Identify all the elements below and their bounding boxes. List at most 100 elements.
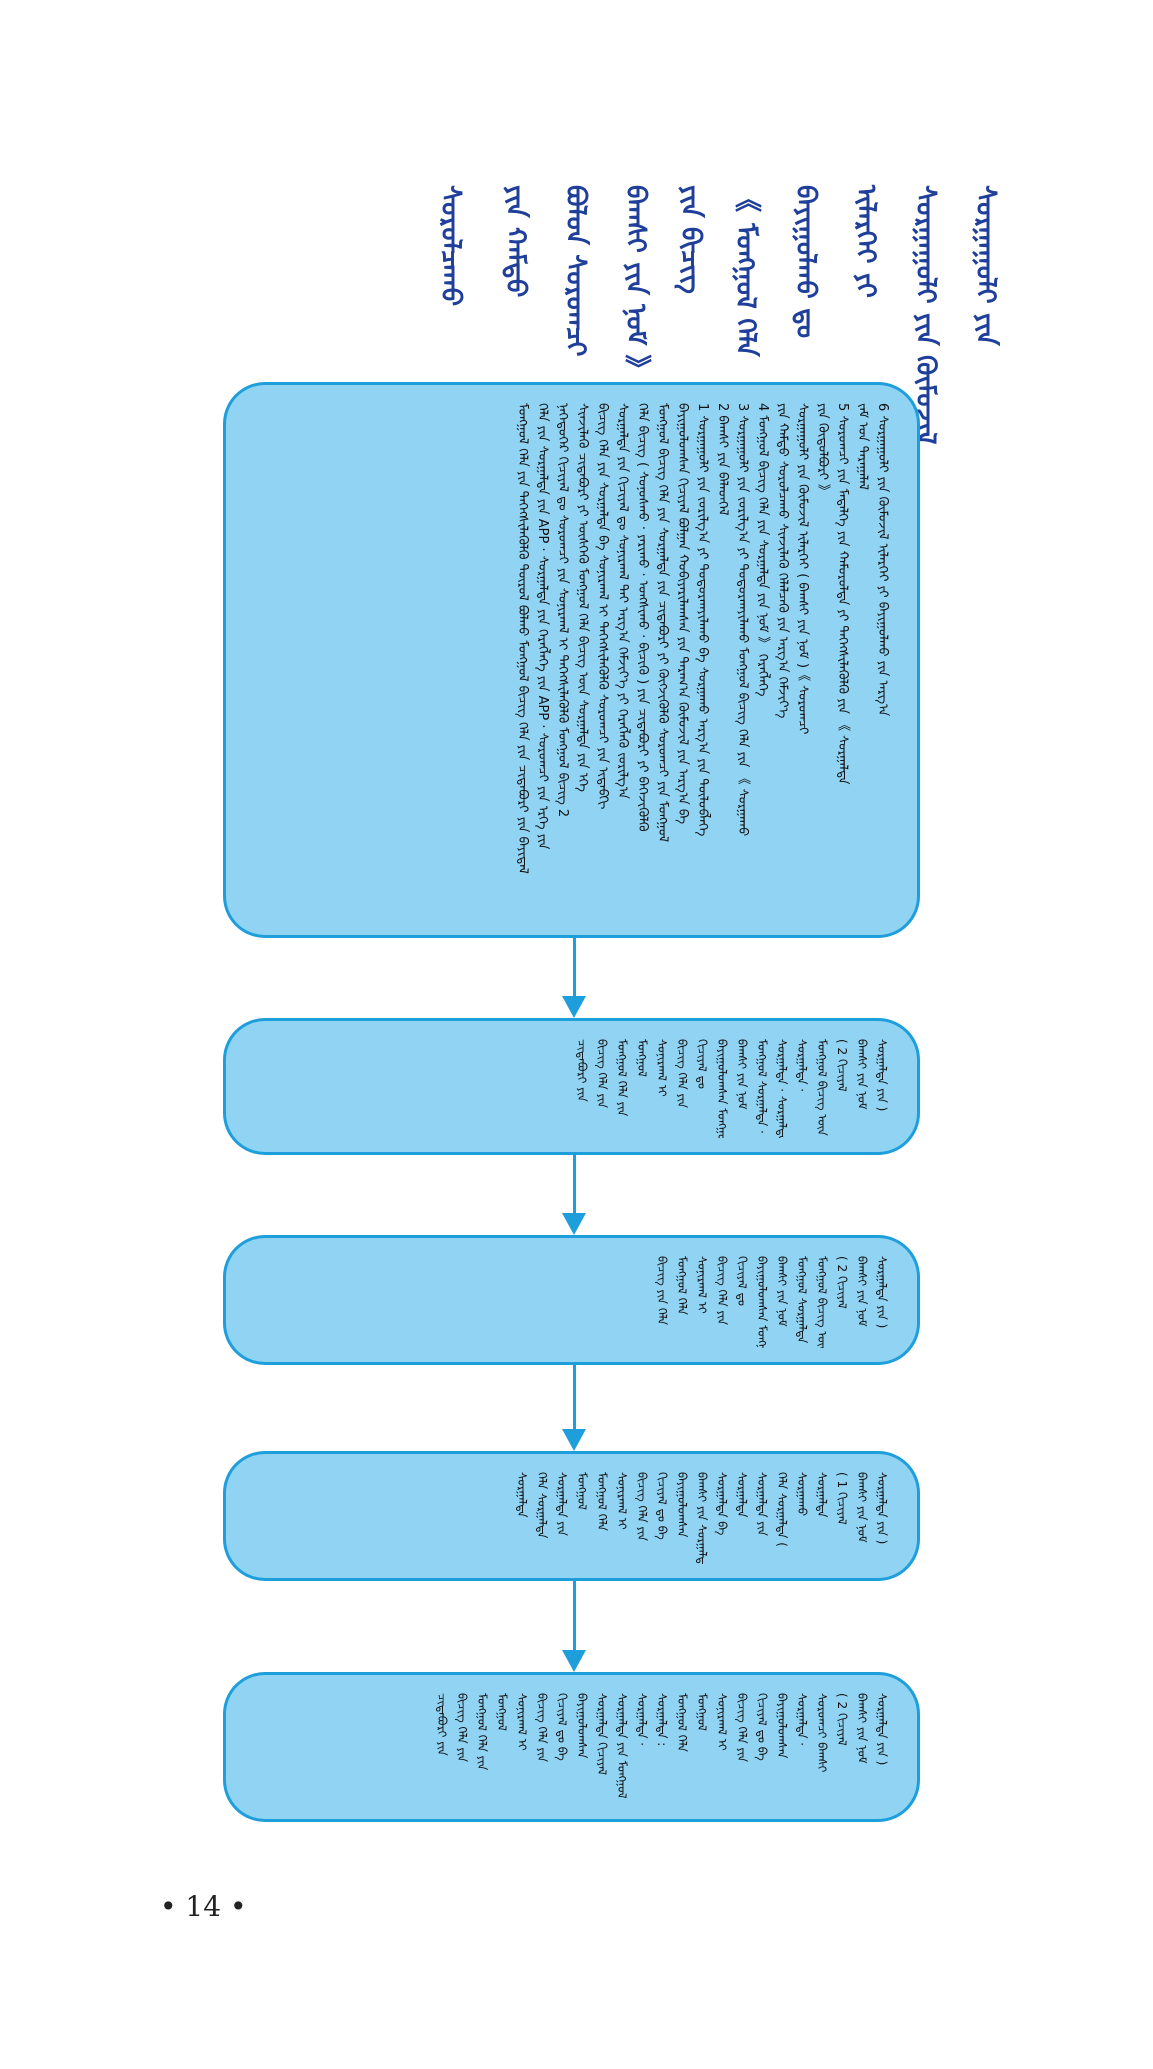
text-line: ᠪᠢᠴᠢᠭ ᠶᠢᠨ ᠬᠡᠯᠡ	[655, 1256, 669, 1325]
text-line: ᠰᠣᠨᠢᠷᠬᠠᠯ ᠢ	[515, 1693, 529, 1751]
text-line: ᠪᠢᠴᠢᠭ ᠬᠡᠯᠡ ᠶᠢᠨ	[675, 1039, 689, 1108]
text-line: ᠶᠢᠨ ᠬᠥᠲᠦᠯᠪᠦᠷᠢ 》	[815, 403, 830, 498]
text-line: ᠰᠤᠷᠭᠠᠯᠲᠠ	[815, 1472, 829, 1518]
text-line: ᠬᠡᠯᠡ ᠪᠢᠴᠢᠭ ( ᠰᠣᠨᠣᠰᠬᠤ · ᠶᠠᠷᠢᠬᠤ · ᠤᠩᠰᠢᠬᠤ ·…	[635, 403, 650, 832]
text-line: ( 2 ᠬᠢᠴᠢᠶᠡᠯ	[835, 1256, 849, 1309]
text-line: ᠰᠤᠷᠭᠠᠯᠲᠠ ᠬᠢᠴᠢᠶᠡᠯ	[595, 1693, 609, 1776]
title-column: 《 ᠮᠣᠩᠭᠣᠯ ᠬᠡᠯᠡ	[730, 185, 761, 357]
text-line: ᠮᠣᠩᠭᠣᠯ ᠬᠡᠯᠡ	[595, 1472, 609, 1531]
text-line: ᠵᠠᠮ ᠤᠨ ᠳᠠᠷᠠᠭᠠᠯᠠᠯ	[855, 403, 870, 490]
text-line: ᠬᠢᠴᠢᠶᠡᠯ ᠳᠤ	[695, 1039, 709, 1089]
text-line: ᠪᠠᠶᠢᠭᠤᠯᠤᠭᠰᠠᠨ ᠮᠣᠩᠭᠣᠯ	[755, 1256, 769, 1348]
text-line: 4 ᠮᠣᠩᠭᠣᠯ ᠪᠢᠴᠢᠭ ᠬᠡᠯᠡ ᠶᠢᠨ ᠰᠤᠷᠭᠠᠯᠲᠠ ᠶᠢᠨ ᠨᠣᠮ…	[755, 403, 770, 697]
page-number: • 14 •	[160, 1890, 247, 1923]
text-line: ᠪᠠᠶᠢᠭᠤᠯᠤᠭᠰᠠᠨ ᠬᠢᠴᠢᠶᠡᠯ ᠪᠣᠯᠭᠠᠨ ᠬᠤᠪᠢᠶᠠᠷᠢᠯᠠᠭᠰ…	[675, 403, 690, 825]
text-line: ᠰᠤᠷᠭᠠᠯᠲᠠ ᠶᠢᠨ )	[875, 1039, 889, 1112]
text-line: ᠪᠠᠭᠰᠢ ᠶᠢᠨ ᠨᠣᠮ	[855, 1472, 869, 1543]
text-line: ᠮᠣᠩᠭᠣᠯ ᠬᠡᠯᠡ	[675, 1256, 689, 1315]
text-line: ᠰᠤᠷᠭᠠᠯᠲᠠ	[735, 1472, 749, 1518]
text-line: ᠮᠣᠩᠭᠣᠯ ᠬᠡᠯᠡ ᠶᠢᠨ	[615, 1039, 629, 1117]
text-line: ᠪᠢᠴᠢᠭ ᠬᠡᠯᠡ ᠶᠢᠨ	[535, 1693, 549, 1762]
text-line: ᠮᠣᠩᠭᠣᠯ	[575, 1472, 589, 1510]
text-line: ᠰᠤᠷᠭᠠᠯᠲᠠ ·	[795, 1693, 809, 1747]
flow-box-5: ᠰᠤᠷᠭᠠᠯᠲᠠ ᠶᠢᠨ ) ᠪᠠᠭᠰᠢ ᠶᠢᠨ ᠨᠣᠮ ( 2 ᠬᠢᠴᠢᠶᠡᠯ ᠰᠤ…	[223, 1672, 920, 1822]
text-line: ᠮᠣᠩᠭᠣᠯ	[495, 1693, 509, 1731]
text-line: ( 2 ᠬᠢᠴᠢᠶᠡᠯ	[835, 1693, 849, 1746]
flow-box-3: ᠰᠤᠷᠭᠠᠯᠲᠠ ᠶᠢᠨ ) ᠪᠠᠭᠰᠢ ᠶᠢᠨ ᠨᠣᠮ ( 2 ᠬᠢᠴᠢᠶᠡᠯ ᠮᠣ…	[223, 1235, 920, 1365]
text-line: ( 2 ᠬᠢᠴᠢᠶᠡᠯ	[835, 1039, 849, 1092]
text-line: ᠪᠠᠭᠰᠢ ᠶᠢᠨ ᠨᠣᠮ	[735, 1039, 749, 1110]
text-line: ᠪᠠᠶᠢᠭᠤᠯᠤᠭᠰᠠᠨ	[775, 1693, 789, 1759]
flow-box-1: 6 ᠰᠤᠷᠭᠠᠭᠤᠯᠢ ᠶᠢᠨ ᠬᠥᠮᠦᠵᠢᠯ ᠢᠯᠡᠷᠬᠡᠢ ᠶᠢ ᠪᠠᠶᠢᠭ…	[223, 382, 920, 938]
text-line: ᠰᠤᠷᠤᠭᠴᠢ ᠪᠠᠭᠰᠢ	[815, 1693, 829, 1773]
text-line: ᠪᠠᠭᠰᠢ ᠶᠢᠨ ᠨᠣᠮ	[775, 1256, 789, 1327]
text-line: 2 ᠪᠠᠭᠰᠢ ᠶᠢᠨ ᠪᠡᠯᠡᠳᠬᠡᠯ	[715, 403, 730, 516]
text-line: ᠪᠢᠴᠢᠭ ᠬᠡᠯᠡ ᠶᠢᠨ	[715, 1256, 729, 1325]
title-column: ᠪᠠᠭᠰᠢ ᠶᠢᠨ ᠨᠣᠮ 》	[620, 185, 651, 383]
text-line: ᠨᠡᠭᠡᠳᠦᠭᠡᠷ ᠬᠢᠴᠢᠶᠡᠯ ᠳᠤ ᠰᠤᠷᠤᠭᠴᠢ ᠶᠢᠨ ᠰᠣᠨᠢᠷᠬᠠ…	[555, 403, 570, 818]
flow-box-2: ᠰᠤᠷᠭᠠᠯᠲᠠ ᠶᠢᠨ ) ᠪᠠᠭᠰᠢ ᠶᠢᠨ ᠨᠣᠮ ( 2 ᠬᠢᠴᠢᠶᠡᠯ ᠮᠣ…	[223, 1018, 920, 1155]
text-line: ᠰᠢᠨᠵᠢᠯᠡᠬᠦ ᠴᠢᠳᠠᠪᠤᠷᠢ ᠶᠢ ᠥᠰᠬᠡᠬᠦ ᠮᠣᠩᠭᠣᠯ ᠬᠡᠯᠡ…	[575, 403, 590, 792]
text-line: ᠰᠤᠷᠭᠠᠬᠤ	[795, 1472, 809, 1517]
text-line: ᠰᠤᠷᠭᠠᠯᠲᠠ ·	[795, 1039, 809, 1093]
flow-arrow-2	[562, 1155, 586, 1235]
text-line: ᠪᠢᠴᠢᠭ ᠬᠡᠯᠡ ᠶᠢᠨ	[455, 1693, 469, 1762]
title-column: ᠶᠢᠨ ᠪᠢᠴᠢᠭ	[675, 185, 706, 294]
text-line: 6 ᠰᠤᠷᠭᠠᠭᠤᠯᠢ ᠶᠢᠨ ᠬᠥᠮᠦᠵᠢᠯ ᠢᠯᠡᠷᠬᠡᠢ ᠶᠢ ᠪᠠᠶᠢᠭ…	[875, 403, 890, 717]
text-line: ᠰᠣᠨᠢᠷᠬᠠᠯ ᠢ	[615, 1472, 629, 1530]
text-line: ᠪᠢᠴᠢᠭ ᠬᠡᠯᠡ ᠶᠢᠨ	[735, 1693, 749, 1762]
title-column: ᠰᠤᠷᠤᠯᠴᠠᠬᠤ	[435, 185, 466, 307]
title-column: ᠢᠯᠡᠷᠬᠡᠢ ᠶᠢ	[850, 185, 881, 298]
text-line: ᠬᠢᠴᠢᠶᠡᠯ ᠳᠤ ᠪᠠ	[555, 1693, 569, 1761]
text-line: ᠰᠤᠷᠭᠠᠯᠲᠠ ·	[635, 1693, 649, 1747]
text-line: ᠬᠡᠯᠡ ᠶᠢᠨ ᠰᠤᠷᠭᠠᠯᠲᠠ ᠶᠢᠨ APP · ᠰᠤᠷᠭᠠᠯᠲᠠ ᠶᠢᠨ…	[535, 403, 550, 850]
text-line: ᠮᠣᠩᠭᠣᠯ	[635, 1039, 649, 1077]
text-line: ᠪᠠᠭᠰᠢ ᠶᠢᠨ ᠨᠣᠮ	[855, 1256, 869, 1327]
text-line: ᠰᠤᠷᠭᠠᠯᠲᠠ :	[655, 1693, 669, 1747]
text-line: ᠪᠢᠴᠢᠭ ᠬᠡᠯᠡ ᠶᠢᠨ	[635, 1472, 649, 1541]
text-line: 3 ᠰᠤᠷᠭᠠᠭᠤᠯᠢ ᠶᠢᠨ ᠵᠣᠷᠢᠯᠭ᠎ᠠ ᠶᠢ ᠲᠣᠳᠣᠷᠬᠠᠶᠢᠯᠠᠬ…	[735, 403, 750, 837]
text-line: ᠰᠣᠨᠢᠷᠬᠠᠯ ᠢ	[695, 1256, 709, 1314]
text-line: ( 1 ᠬᠢᠴᠢᠶᠡᠯ	[835, 1472, 849, 1525]
flow-arrow-1	[562, 938, 586, 1018]
title-column: ᠰᠤᠷᠭᠠᠭᠤᠯᠢ ᠶᠢᠨ ᠬᠥᠮᠦᠵᠢᠯ	[910, 185, 941, 445]
title-column: ᠰᠤᠷᠭᠠᠭᠤᠯᠢ ᠶᠢᠨ	[970, 185, 1001, 346]
text-line: ᠬᠢᠴᠢᠶᠡᠯ ᠳᠤ ᠪᠠ	[655, 1472, 669, 1540]
text-line: ᠰᠣᠨᠢᠷᠬᠠᠯ ᠢ	[655, 1039, 669, 1097]
text-line: 5 ᠰᠤᠷᠤᠭᠴᠢ ᠶᠢᠨ ᠮᠡᠳᠡᠯᠭᠡ ᠶᠢᠨ ᠬᠠᠮᠤᠷᠤᠯᠲᠠ ᠶᠢ ᠳ…	[835, 403, 850, 785]
text-line: ᠪᠢᠴᠢᠭ ᠬᠡᠯᠡ ᠶᠢᠨ ᠰᠤᠷᠭᠠᠯᠲᠠ ᠪᠠ ᠰᠣᠨᠢᠷᠬᠠᠯ ᠢ ᠳᠡ…	[595, 403, 610, 810]
text-line: ᠰᠤᠷᠭᠠᠯᠲᠠ ᠶᠢᠨ	[755, 1472, 769, 1536]
text-line: ᠪᠠᠶᠢᠭᠤᠯᠤᠭᠰᠠᠨ ᠮᠣᠩᠭᠣᠯ	[715, 1039, 729, 1138]
text-line: ᠮᠣᠩᠭᠣᠯ ᠬᠡᠯᠡ ᠶᠢᠨ	[475, 1693, 489, 1771]
text-line: ᠮᠣᠩᠭᠣᠯ ᠪᠢᠴᠢᠭ ᠦᠨ	[815, 1039, 829, 1136]
flow-arrow-4	[562, 1581, 586, 1672]
text-line: ᠶᠢᠨ ᠬᠠᠮᠲᠤ ᠰᠤᠷᠤᠯᠴᠠᠬᠤ ᠰᠢᠨᠵᠢᠯᠡᠬᠦ ᠬᠡᠯᠡᠯᠴᠡᠬᠦ …	[775, 403, 790, 719]
text-line: ᠮᠣᠩᠭᠣᠯ ᠰᠤᠷᠭᠠᠯᠲᠠ ·	[795, 1256, 809, 1348]
text-line: ᠪᠠᠭᠰᠢ ᠶᠢᠨ ᠨᠣᠮ	[855, 1693, 869, 1764]
text-line: ᠪᠢᠴᠢᠭ ᠬᠡᠯᠡ ᠶᠢᠨ	[595, 1039, 609, 1108]
text-line: ᠪᠠᠭᠰᠢ ᠶᠢᠨ ᠰᠤᠷᠭᠠᠯᠲᠠ	[695, 1472, 709, 1564]
text-line: ᠮᠣᠩᠭᠣᠯ ᠪᠢᠴᠢᠭ ᠦᠨ	[815, 1256, 829, 1348]
text-line: ᠪᠠᠶᠢᠭᠤᠯᠤᠭᠰᠠᠨ	[675, 1472, 689, 1538]
flow-box-1-text: 6 ᠰᠤᠷᠭᠠᠭᠤᠯᠢ ᠶᠢᠨ ᠬᠥᠮᠦᠵᠢᠯ ᠢᠯᠡᠷᠬᠡᠢ ᠶᠢ ᠪᠠᠶᠢᠭ…	[513, 403, 891, 921]
text-line: ᠬᠡᠯᠡ ᠰᠤᠷᠭᠠᠯᠲᠠ (	[775, 1472, 789, 1547]
text-line: ᠰᠤᠷᠭᠠᠭᠤᠯᠢ ᠶᠢᠨ ᠬᠥᠮᠦᠵᠢᠯ ᠢᠯᠡᠷᠬᠡᠢ ( ᠪᠠᠭᠰᠢ ᠶᠢ…	[795, 403, 810, 735]
text-line: ᠰᠤᠷᠭᠠᠯᠲᠠ ᠪᠠ	[715, 1472, 729, 1536]
title-column: ᠶᠢᠨ ᠬᠠᠮᠲᠤ	[500, 185, 531, 298]
text-line: ᠰᠤᠷᠭᠠᠯᠲᠠ ᠶᠢᠨ )	[875, 1472, 889, 1545]
text-line: ᠰᠤᠷᠭᠠᠯᠲᠠ ᠶᠢᠨ ᠮᠣᠩᠭᠣᠯ	[615, 1693, 629, 1799]
text-line: ᠴᠢᠳᠠᠪᠤᠷᠢ ᠶᠢᠨ	[435, 1693, 449, 1756]
title-column: ᠪᠣᠯᠤᠨ ᠰᠤᠷᠤᠭᠴᠢ	[560, 185, 591, 357]
flow-arrow-3	[562, 1365, 586, 1451]
text-line: ᠰᠤᠷᠭᠠᠯᠲᠠ · ᠰᠤᠷᠭᠠᠯᠲᠠ	[775, 1039, 789, 1138]
text-line: ᠴᠢᠳᠠᠪᠤᠷᠢ ᠶᠢᠨ	[575, 1039, 589, 1102]
text-line: ᠰᠤᠷᠭᠠᠯᠲᠠ ᠶᠢᠨ	[555, 1472, 569, 1536]
chapter-title: ᠰᠤᠷᠭᠠᠭᠤᠯᠢ ᠶᠢᠨ ᠰᠤᠷᠭᠠᠭᠤᠯᠢ ᠶᠢᠨ ᠬᠥᠮᠦᠵᠢᠯ ᠢᠯᠡᠷᠬᠡ…	[150, 185, 1010, 444]
text-line: ᠰᠤᠷᠭᠠᠯᠲᠠ ᠶᠢᠨ )	[875, 1693, 889, 1766]
text-line: ᠮᠣᠩᠭᠣᠯ ᠬᠡᠯᠡ ᠶᠢᠨ ᠳᠡᠭᠡᠭᠰᠢᠯᠡᠭᠦᠯᠬᠦ ᠲᠥᠷᠥᠯ ᠪᠣᠯ…	[515, 403, 530, 874]
text-line: ᠮᠣᠩᠭᠣᠯ ᠰᠤᠷᠭᠠᠯᠲᠠ ·	[755, 1039, 769, 1134]
text-line: ᠰᠤᠷᠭᠠᠯᠲᠠ ᠶᠢᠨ )	[875, 1256, 889, 1329]
text-line: ᠰᠣᠨᠢᠷᠬᠠᠯ ᠢ	[715, 1693, 729, 1751]
text-line: ᠪᠠᠭᠰᠢ ᠶᠢᠨ ᠨᠣᠮ	[855, 1039, 869, 1110]
text-line: ᠮᠣᠩᠭᠣᠯ ᠬᠡᠯᠡ	[675, 1693, 689, 1752]
